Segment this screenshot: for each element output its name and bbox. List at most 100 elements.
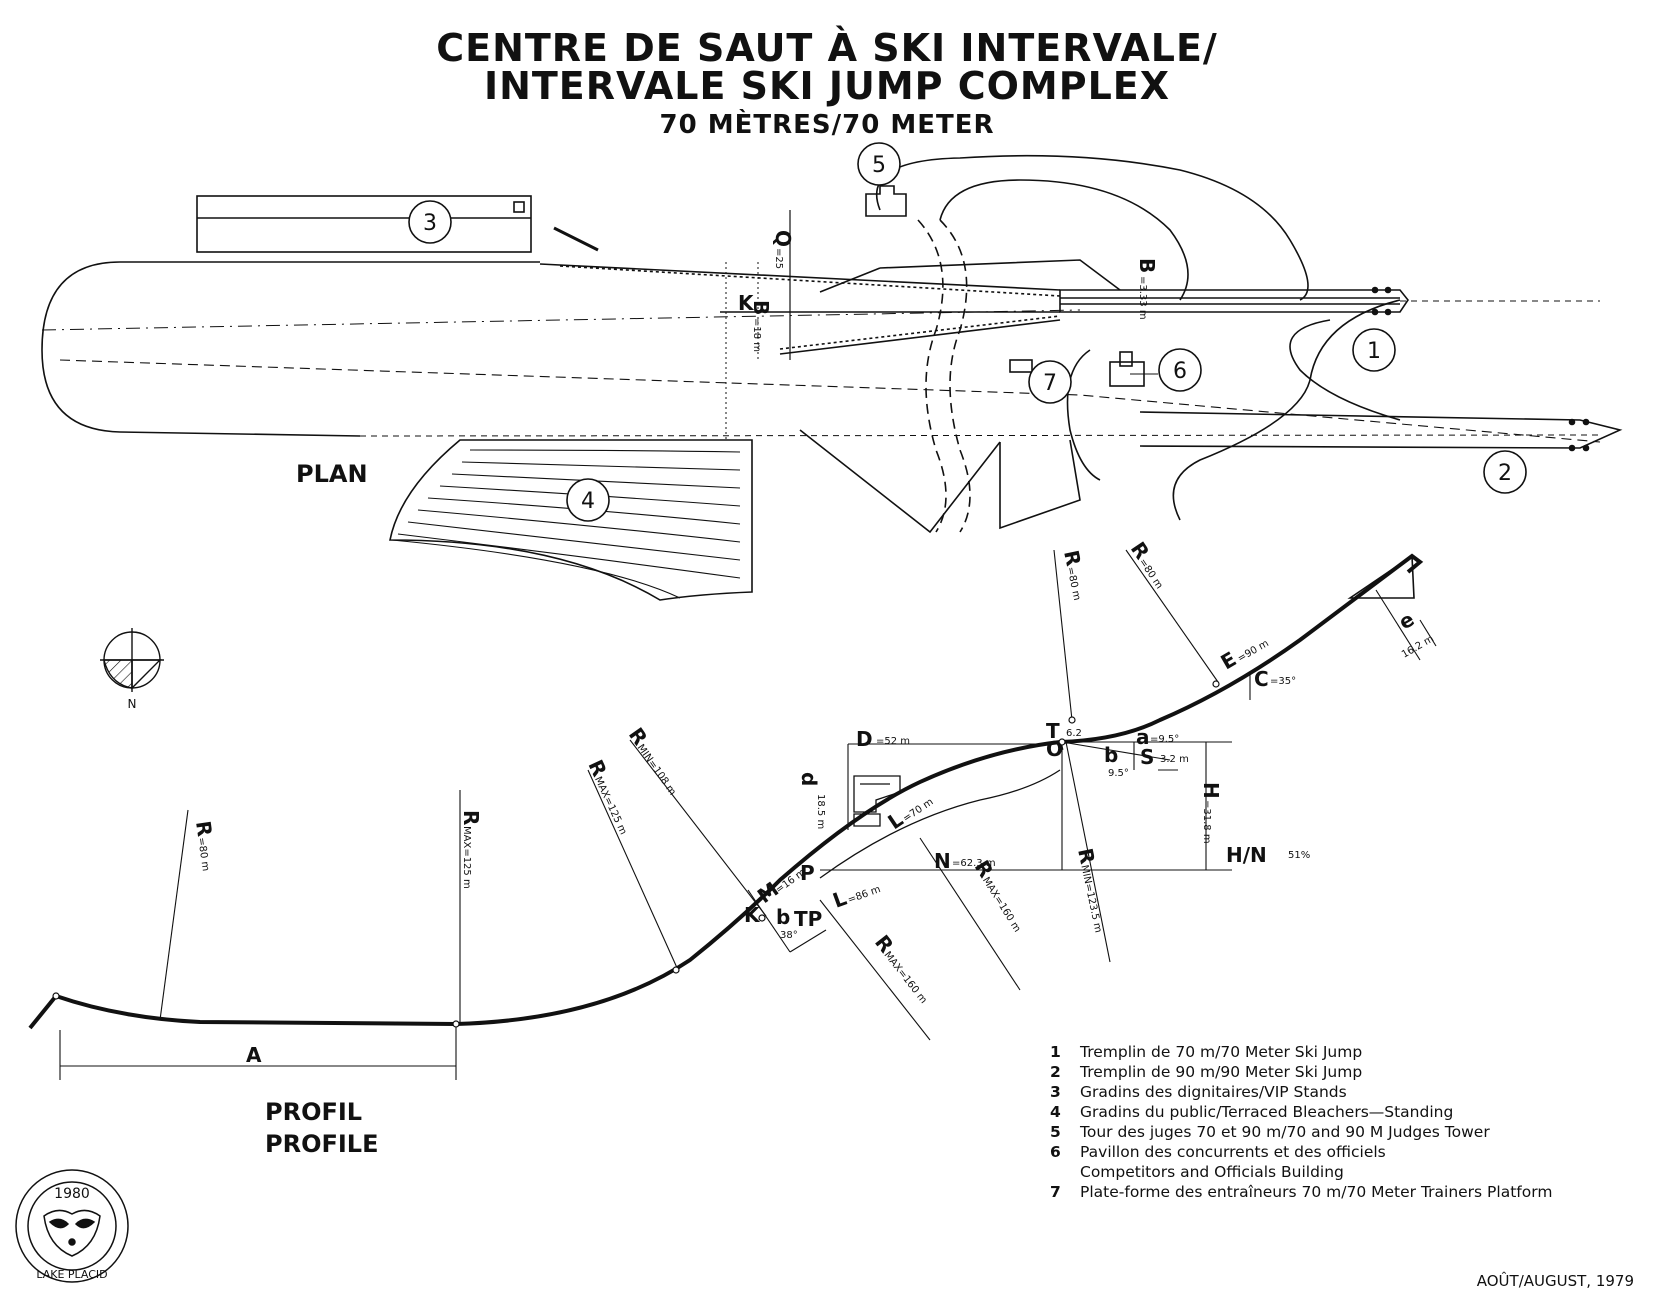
dim-a-distance: A — [246, 1043, 262, 1067]
dim-c-value: =35° — [1270, 676, 1296, 687]
legend-item: 3 Gradins des dignitaires/VIP Stands — [1050, 1082, 1552, 1102]
dim-r2max125-letter: R — [459, 810, 483, 825]
dim-r2min-value: MIN=108 m — [635, 743, 678, 798]
subtitle: 70 MÈTRES/70 METER — [659, 110, 995, 140]
profile-label-en: PROFILE — [265, 1130, 379, 1158]
dim-p-letter: P — [800, 861, 815, 885]
plan-label: PLAN — [296, 460, 368, 488]
legend-number: 4 — [1050, 1103, 1061, 1121]
dim-b0-letter: b — [1104, 743, 1118, 767]
legend-number: 1 — [1050, 1043, 1061, 1061]
legend-text: Gradins des dignitaires/VIP Stands — [1080, 1083, 1347, 1101]
jump-90-axis — [359, 434, 1601, 437]
dim-t-letter: T — [1046, 719, 1060, 743]
legend-number: 7 — [1050, 1183, 1061, 1201]
callout-3: 3 — [408, 200, 452, 244]
legend-item: 4 Gradins du public/Terraced Bleachers—St… — [1050, 1102, 1552, 1122]
logo-text: LAKE PLACID — [36, 1268, 107, 1281]
dim-r1a-value: =80 m — [1064, 566, 1082, 602]
dim-q-value: =25 — [773, 248, 784, 269]
logo-year: 1980 — [54, 1186, 90, 1202]
legend-text: Tremplin de 90 m/90 Meter Ski Jump — [1080, 1063, 1363, 1081]
lake-placid-logo: 1980 LAKE PLACID — [15, 1169, 129, 1283]
dim-small-d-letter: d — [797, 772, 821, 786]
profile-label-fr: PROFIL — [265, 1098, 363, 1126]
svg-text:5: 5 — [872, 153, 886, 178]
callouts: 3 5 1 6 7 4 2 — [408, 142, 1527, 522]
dim-q-letter: Q — [771, 230, 795, 247]
vip-stands — [196, 195, 532, 253]
dim-d-letter: D — [856, 727, 873, 751]
svg-text:6: 6 — [1173, 359, 1187, 384]
dim-b-letter: b — [776, 905, 790, 929]
svg-text:1: 1 — [1367, 339, 1381, 364]
legend-item: 1 Tremplin de 70 m/70 Meter Ski Jump — [1050, 1042, 1552, 1062]
dim-b-small-value: =18 m — [751, 318, 762, 352]
dim-hn-value: 51% — [1288, 850, 1310, 861]
profile-view — [28, 549, 1437, 1080]
legend-item: Competitors and Officials Building — [1050, 1162, 1552, 1182]
svg-text:4: 4 — [581, 489, 595, 514]
inrun-tower — [1347, 554, 1415, 599]
dim-b0-value: 9.5° — [1108, 768, 1129, 779]
legend-text: Gradins du public/Terraced Bleachers—Sta… — [1080, 1103, 1454, 1121]
trainers-platform — [1009, 359, 1033, 373]
legend-text: Competitors and Officials Building — [1080, 1163, 1344, 1181]
dim-r3maxb-value: MAX=160 m — [881, 950, 928, 1006]
plan-dimension-labels: Q =25 K B =18 m B =3.33 m — [738, 230, 1159, 352]
svg-text:2: 2 — [1498, 461, 1512, 486]
callout-6: 6 — [1158, 348, 1202, 392]
dim-r2max125-value: MAX=125 m — [461, 826, 472, 889]
legend-number: 6 — [1050, 1143, 1061, 1161]
north-arrow: N — [100, 628, 164, 711]
svg-text:7: 7 — [1043, 371, 1057, 396]
legend-text: Tour des juges 70 et 90 m/70 and 90 M Ju… — [1080, 1123, 1490, 1141]
dim-e-letter: e — [1395, 607, 1419, 635]
dim-n-letter: N — [934, 849, 951, 873]
dim-r80-value: =80 m — [195, 837, 211, 872]
legend-text: Tremplin de 70 m/70 Meter Ski Jump — [1080, 1043, 1363, 1061]
callout-7: 7 — [1028, 360, 1072, 404]
landing-profile-90m — [819, 769, 1061, 879]
judges-tower — [865, 185, 907, 217]
dim-E-value: =90 m — [1236, 638, 1271, 665]
north-label: N — [128, 697, 137, 711]
outrun-outline — [41, 261, 540, 437]
legend-text: Plate-forme des entraîneurs 70 m/70 Mete… — [1080, 1183, 1553, 1201]
dim-r1a-letter: R — [1059, 548, 1086, 568]
dim-b-small-letter: B — [749, 300, 773, 315]
dim-h-letter: H — [1199, 782, 1223, 799]
legend-number — [1050, 1162, 1080, 1182]
dim-r80-letter: R — [191, 819, 217, 838]
date-stamp: AOÛT/AUGUST, 1979 — [1476, 1272, 1634, 1290]
outrun-centerline — [41, 309, 1081, 331]
profile-dimension-labels: R=80 m R=80 m e 16.2 m E=90 m C =35° T 6… — [191, 537, 1436, 1067]
dim-h-value: =31.8 m — [1201, 800, 1212, 844]
hill-profile — [28, 553, 1424, 1030]
dim-r3min-letter: R — [1073, 846, 1100, 866]
legend-number: 3 — [1050, 1083, 1061, 1101]
callout-4: 4 — [566, 478, 610, 522]
legend-number: 5 — [1050, 1123, 1061, 1141]
legend-item: 7 Plate-forme des entraîneurs 70 m/70 Met… — [1050, 1182, 1552, 1202]
dim-n-value: =62.3 m — [952, 858, 996, 869]
legend-text: Pavillon des concurrents et des officiel… — [1080, 1143, 1386, 1161]
dim-o-letter: O — [1046, 737, 1063, 761]
dim-l1-value: =86 m — [846, 884, 882, 906]
dim-k-letter: K — [744, 903, 761, 927]
dim-a-letter: a — [1136, 725, 1150, 749]
title-french: CENTRE DE SAUT À SKI INTERVALE/ — [436, 26, 1218, 70]
dim-r3min-value: MIN=123.5 m — [1078, 864, 1103, 934]
access-road-outer — [875, 154, 1309, 301]
callout-5: 5 — [857, 142, 901, 186]
callout-1: 1 — [1352, 328, 1396, 372]
dim-s-value: 3.2 m — [1160, 754, 1189, 765]
dim-s-letter: S — [1140, 745, 1154, 769]
callout-2: 2 — [1483, 450, 1527, 494]
dim-small-d-value: 18.5 m — [815, 794, 826, 829]
svg-text:3: 3 — [423, 211, 437, 236]
